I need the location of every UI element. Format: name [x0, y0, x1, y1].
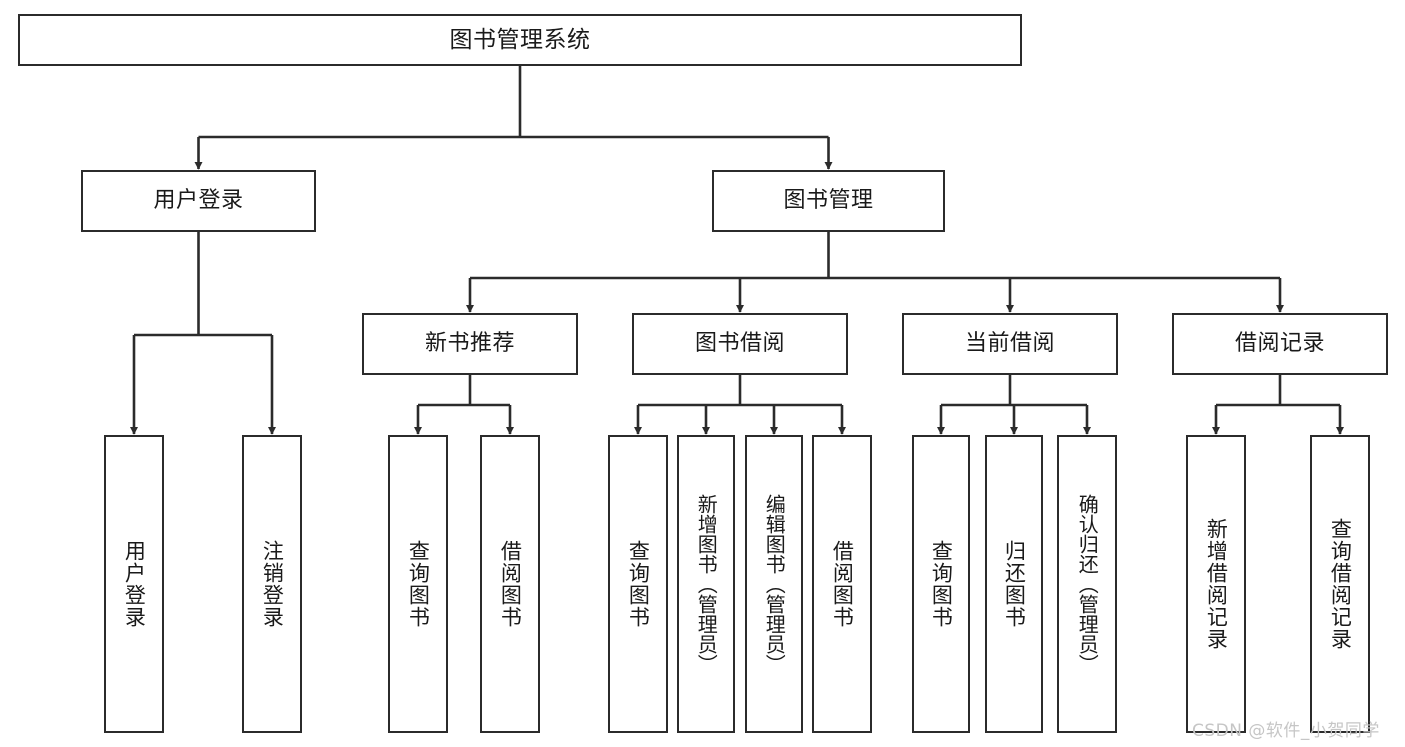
node-label: 借阅图书	[830, 540, 855, 628]
node-leaf-cb-return: 归还图书	[985, 435, 1043, 733]
node-label: 用户登录	[122, 540, 147, 628]
node-leaf-bb-edit: 编辑图书（管理员）	[745, 435, 803, 733]
node-leaf-br-add: 新增借阅记录	[1186, 435, 1246, 733]
node-label: 注销登录	[260, 540, 285, 628]
node-borrow-record: 借阅记录	[1172, 313, 1388, 375]
node-leaf-br-query: 查询借阅记录	[1310, 435, 1370, 733]
node-label: 新增图书（管理员）	[694, 494, 719, 674]
node-leaf-user-login: 用户登录	[104, 435, 164, 733]
node-label: 归还图书	[1002, 540, 1027, 628]
node-user-login: 用户登录	[81, 170, 316, 232]
node-leaf-cb-confirm: 确认归还（管理员）	[1057, 435, 1117, 733]
node-label: 新书推荐	[424, 331, 515, 356]
node-label: 借阅图书	[498, 540, 523, 628]
node-leaf-bb-query: 查询图书	[608, 435, 668, 733]
node-label: 图书借阅	[694, 331, 785, 356]
node-leaf-rec-borrow: 借阅图书	[480, 435, 540, 733]
node-leaf-bb-add: 新增图书（管理员）	[677, 435, 735, 733]
node-label: 新增借阅记录	[1204, 518, 1229, 650]
node-label: 图书管理系统	[449, 26, 591, 53]
node-label: 图书管理	[783, 188, 874, 213]
csdn-watermark: CSDN @软件_小贺同学	[1192, 721, 1380, 741]
node-book-manage: 图书管理	[712, 170, 945, 232]
tree-edges	[129, 66, 1345, 435]
node-root: 图书管理系统	[18, 14, 1022, 66]
node-label: 查询图书	[929, 540, 954, 628]
node-leaf-bb-borrow: 借阅图书	[812, 435, 872, 733]
node-label: 当前借阅	[964, 331, 1055, 356]
node-label: 用户登录	[153, 188, 244, 213]
node-label: 查询借阅记录	[1328, 518, 1353, 650]
node-current-borrow: 当前借阅	[902, 313, 1118, 375]
node-leaf-rec-query: 查询图书	[388, 435, 448, 733]
node-book-borrow: 图书借阅	[632, 313, 848, 375]
node-label: 确认归还（管理员）	[1075, 494, 1100, 674]
node-label: 借阅记录	[1234, 331, 1325, 356]
node-leaf-cb-query: 查询图书	[912, 435, 970, 733]
node-new-book-rec: 新书推荐	[362, 313, 578, 375]
node-leaf-logout: 注销登录	[242, 435, 302, 733]
node-label: 查询图书	[406, 540, 431, 628]
node-label: 编辑图书（管理员）	[762, 494, 787, 674]
node-label: 查询图书	[626, 540, 651, 628]
